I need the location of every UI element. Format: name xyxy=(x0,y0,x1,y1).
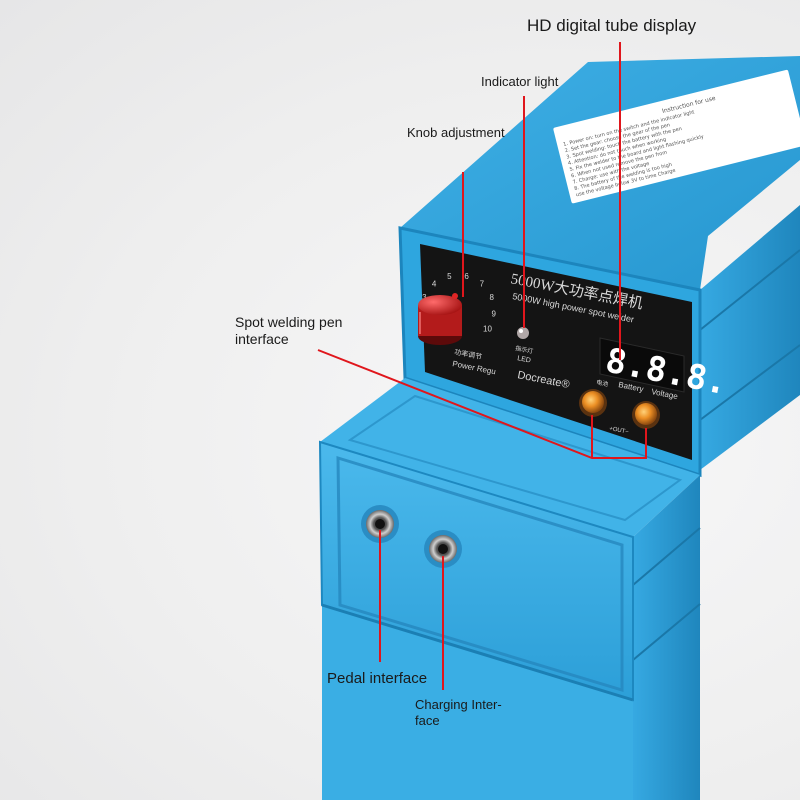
lower-unit xyxy=(318,378,701,800)
callout-hd-display: HD digital tube display xyxy=(527,16,697,35)
led-label-en: LED xyxy=(517,355,532,364)
dial-number: 9 xyxy=(491,309,496,318)
front-panel xyxy=(420,244,692,460)
callout-charging-line1: Charging Inter- xyxy=(415,697,502,712)
output-terminal-positive[interactable] xyxy=(579,389,607,417)
out-label: +OUT− xyxy=(609,426,630,436)
upper-unit: Instruction for use 1. Power on: turn on… xyxy=(398,56,800,478)
dial-number: 6 xyxy=(464,272,469,281)
callout-charging-interface: Charging Inter- face xyxy=(415,697,502,728)
callout-spot-welding-pen: Spot welding pen interface xyxy=(235,314,342,348)
callout-knob-adjustment: Knob adjustment xyxy=(407,125,505,140)
callout-line-pen xyxy=(317,349,647,459)
callout-lines xyxy=(317,42,647,690)
callout-charging-line2: face xyxy=(415,712,440,728)
battery-label-cn: 电池 xyxy=(596,378,609,388)
lower-top-surface xyxy=(320,378,700,537)
dial-number: 5 xyxy=(447,272,452,281)
charging-jack[interactable] xyxy=(424,530,462,568)
lower-right-side xyxy=(633,475,700,800)
power-knob[interactable] xyxy=(418,295,462,345)
callout-pedal-interface: Pedal interface xyxy=(327,670,428,687)
dial-number: 3 xyxy=(422,293,427,302)
upper-right-side xyxy=(700,205,800,470)
output-terminal-negative[interactable] xyxy=(632,401,660,429)
dial-number: 7 xyxy=(480,280,485,289)
led-label-cn: 指示灯 xyxy=(515,344,534,355)
knob-pointer xyxy=(452,293,458,299)
dial-number: 8 xyxy=(489,293,494,302)
dial-number: 4 xyxy=(432,280,437,289)
callout-pen-line2: interface xyxy=(235,330,289,347)
callout-pen-line1: Spot welding pen xyxy=(235,314,343,330)
pedal-jack[interactable] xyxy=(361,505,399,543)
dial-number: 10 xyxy=(483,325,492,334)
callout-indicator-light: Indicator light xyxy=(481,74,559,89)
indicator-led xyxy=(517,327,529,339)
